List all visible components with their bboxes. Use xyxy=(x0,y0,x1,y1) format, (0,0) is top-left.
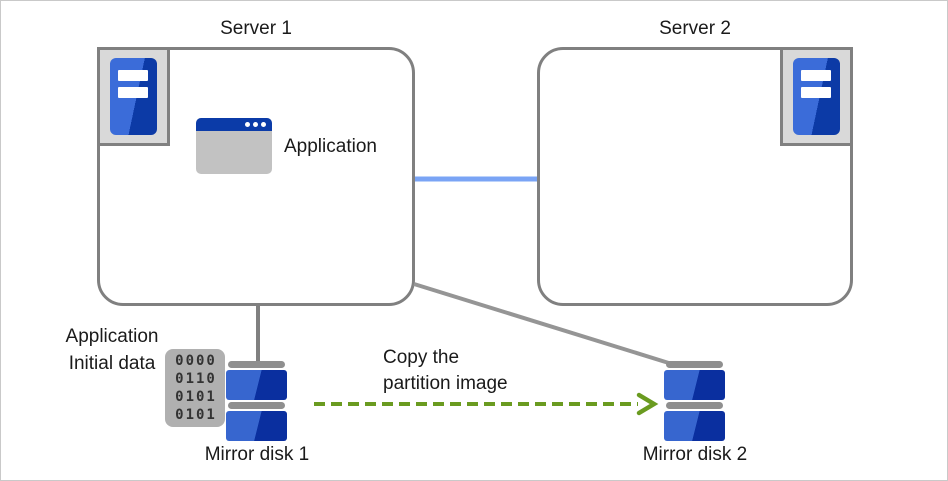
tower-slot-icon xyxy=(801,70,831,81)
disk-body-icon xyxy=(226,411,287,441)
binary-data-icon: 0000 0110 0101 0101 xyxy=(165,349,225,427)
binary-row: 0000 xyxy=(175,353,217,369)
titlebar-dot-icon xyxy=(245,122,250,127)
disk-body-icon xyxy=(664,370,725,400)
disk-cap-icon xyxy=(666,361,723,368)
initial-data-note-line1: Application xyxy=(65,326,159,347)
disk-cap-icon xyxy=(666,402,723,409)
disk-cap-icon xyxy=(228,402,285,409)
mirror-disk-2-label: Mirror disk 2 xyxy=(642,444,748,465)
tower-slot-icon xyxy=(118,70,148,81)
disk-body-icon xyxy=(664,411,725,441)
server2-tower-icon xyxy=(793,58,840,135)
server1-label: Server 1 xyxy=(220,18,292,39)
application-window-icon xyxy=(196,118,272,174)
mirror-disk-1-icon xyxy=(226,361,287,443)
initial-data-note: Application Initial data xyxy=(41,323,183,377)
disk-cap-icon xyxy=(228,361,285,368)
mirror-disk-2-icon xyxy=(664,361,725,443)
initial-data-note-line2: Initial data xyxy=(68,353,156,374)
disk-body-icon xyxy=(226,370,287,400)
server2-tower-frame xyxy=(780,47,853,146)
binary-row: 0101 xyxy=(175,407,217,423)
binary-row: 0110 xyxy=(175,371,217,387)
tower-slot-icon xyxy=(801,87,831,98)
copy-note-line2: partition image xyxy=(383,373,508,394)
copy-arrow-head-icon xyxy=(636,392,659,416)
binary-row: 0101 xyxy=(175,389,217,405)
server1-to-disk2-line xyxy=(413,282,673,366)
server2-label: Server 2 xyxy=(659,18,731,39)
titlebar-dot-icon xyxy=(261,122,266,127)
titlebar-dot-icon xyxy=(253,122,258,127)
application-titlebar xyxy=(196,118,272,131)
tower-slot-icon xyxy=(118,87,148,98)
copy-note-line1: Copy the xyxy=(383,347,460,368)
server1-tower-icon xyxy=(110,58,157,135)
application-label: Application xyxy=(284,136,377,157)
mirror-disk-1-label: Mirror disk 1 xyxy=(204,444,310,465)
server1-tower-frame xyxy=(97,47,170,146)
copy-partition-note: Copy the partition image xyxy=(383,345,508,397)
